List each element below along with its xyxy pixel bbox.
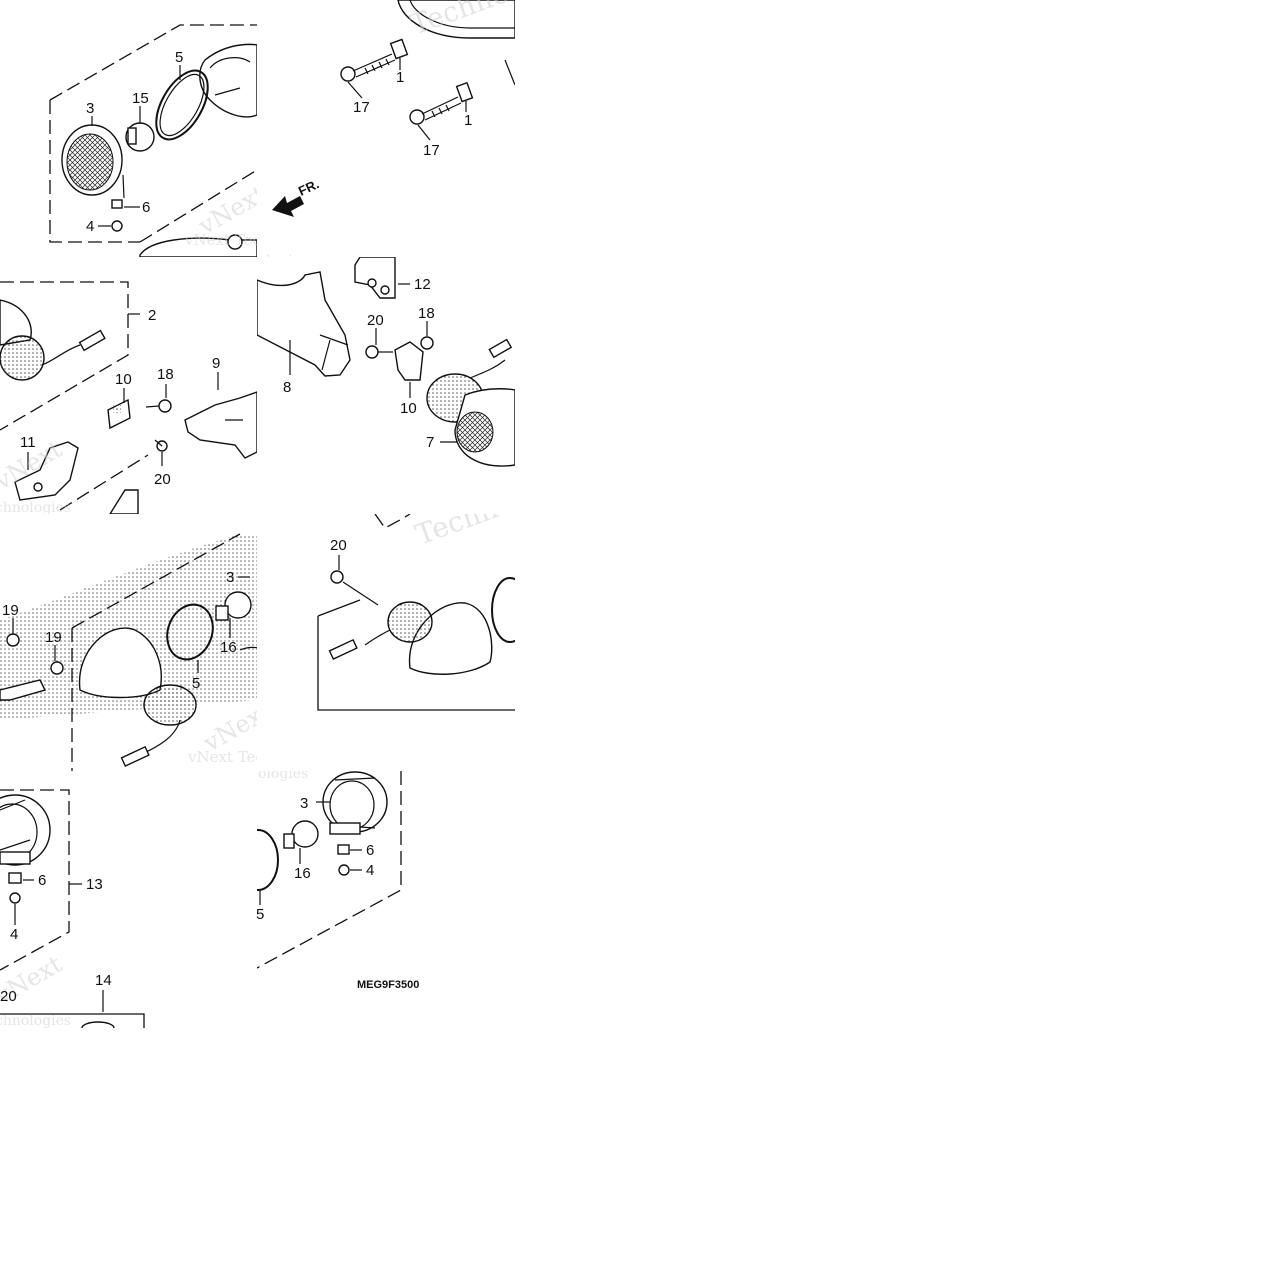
callout-8: 8	[283, 379, 291, 396]
callout-17: 17	[423, 142, 440, 159]
callout-17: 17	[353, 99, 370, 116]
callout-5: 5	[175, 49, 183, 66]
callout-4: 4	[10, 926, 18, 943]
callout-5: 5	[192, 675, 200, 692]
callout-10: 10	[400, 400, 417, 417]
callout-14: 14	[95, 972, 112, 989]
callout-2: 2	[148, 307, 156, 324]
callout-19: 19	[2, 602, 19, 619]
tile-front-winker-unit: ologies	[257, 766, 402, 969]
svg-text:vNext Tec: vNext Tec	[187, 748, 264, 766]
tile-front-winker-unit-13: vNext chnologies	[0, 789, 145, 1029]
callout-20: 20	[0, 988, 17, 1005]
callout-16: 16	[294, 865, 311, 882]
svg-text:ologies: ologies	[258, 766, 308, 782]
svg-text:vNext Techno: vNext Techno	[184, 231, 289, 249]
svg-text:chnologies: chnologies	[0, 1013, 71, 1029]
callout-20: 20	[330, 537, 347, 554]
callout-10: 10	[115, 371, 132, 388]
tile-winker-detail: Techno	[317, 486, 518, 711]
callout-20: 20	[367, 312, 384, 329]
tile-rear-winker-assembly: vNext vNext Tec	[0, 533, 264, 771]
callout-4: 4	[86, 218, 94, 235]
svg-text:chnologies: chnologies	[0, 500, 71, 516]
callout-4: 4	[366, 862, 374, 879]
callout-7: 7	[426, 434, 434, 451]
callout-19: 19	[45, 629, 62, 646]
callout-9: 9	[212, 355, 220, 372]
callout-1: 1	[396, 69, 404, 86]
callout-13: 13	[86, 876, 103, 893]
callout-5: 5	[256, 906, 264, 923]
callout-12: 12	[414, 276, 431, 293]
front-direction-label: FR.	[296, 176, 321, 198]
callout-15: 15	[132, 90, 149, 107]
callout-3: 3	[226, 569, 234, 586]
callout-6: 6	[142, 199, 150, 216]
svg-text:Techno: Techno	[411, 486, 518, 552]
tile-mounting-bolts: Techno ologies	[258, 0, 515, 269]
callout-16: 16	[220, 639, 237, 656]
tile-rear-left-bracket: vNext chnologies	[0, 281, 257, 516]
callout-3: 3	[300, 795, 308, 812]
callout-11: 11	[20, 434, 36, 451]
callout-18: 18	[418, 305, 435, 322]
callout-20: 20	[154, 471, 171, 488]
svg-text:ologies: ologies	[258, 253, 308, 269]
callout-6: 6	[38, 872, 46, 889]
callout-1: 1	[464, 112, 472, 129]
callout-3: 3	[86, 100, 94, 117]
callout-18: 18	[157, 366, 174, 383]
diagram-code: MEG9F3500	[357, 979, 419, 991]
callout-6: 6	[366, 842, 374, 859]
tile-rear-right-winker	[257, 257, 515, 467]
